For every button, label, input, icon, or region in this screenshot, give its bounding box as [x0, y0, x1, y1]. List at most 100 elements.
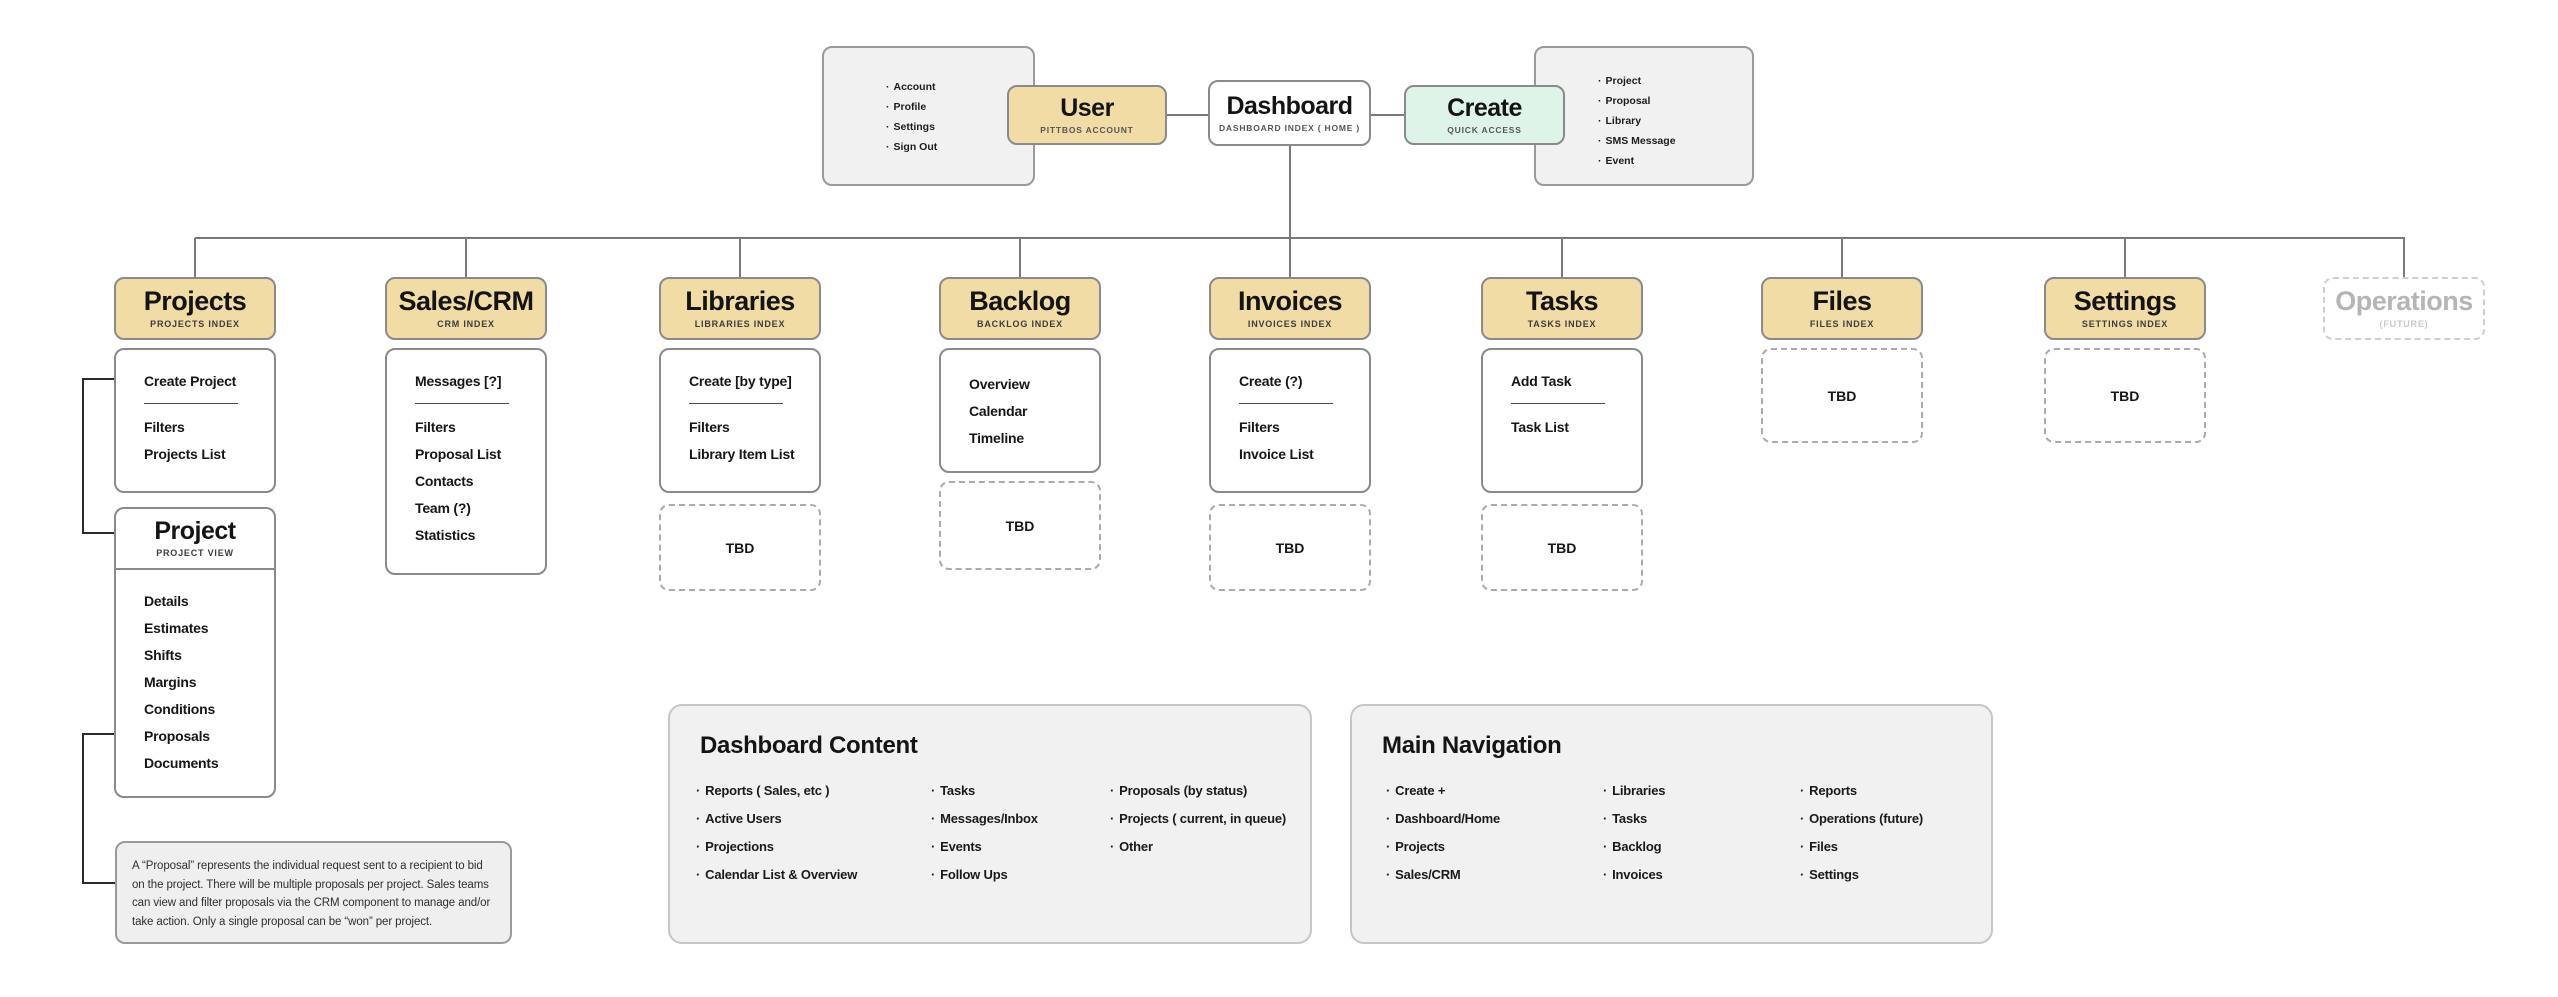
list-item[interactable]: Margins — [116, 668, 274, 695]
account-menu-panel[interactable]: · Account · Profile · Settings · Sign Ou… — [822, 46, 1035, 186]
panel-column: · Reports · Operations (future) · Files … — [1800, 776, 1923, 888]
node-projects[interactable]: Projects PROJECTS INDEX — [114, 277, 276, 340]
connector-create-project-h1 — [82, 378, 126, 380]
list-item[interactable]: Create (?) — [1211, 367, 1369, 394]
panel-item-label: Libraries — [1612, 782, 1666, 798]
listbox-tasks[interactable]: Add Task Task List — [1481, 348, 1643, 493]
list-item[interactable]: Create Project — [116, 367, 274, 394]
list-item[interactable]: Overview — [941, 370, 1099, 397]
proposal-note[interactable]: A “Proposal” represents the individual r… — [115, 841, 512, 944]
list-item[interactable]: Calendar — [941, 397, 1099, 424]
list-item[interactable]: Create [by type] — [661, 367, 819, 394]
menu-item[interactable]: · SMS Message — [1598, 131, 1676, 151]
tbd-box-libraries[interactable]: TBD — [659, 504, 821, 591]
menu-item[interactable]: · Proposal — [1598, 91, 1676, 111]
node-invoices[interactable]: Invoices INVOICES INDEX — [1209, 277, 1371, 340]
menu-item[interactable]: · Profile — [886, 97, 937, 117]
list-item[interactable]: Filters — [661, 413, 819, 440]
bullet-icon: · — [1603, 838, 1608, 854]
listbox-projects[interactable]: Create Project Filters Projects List — [114, 348, 276, 493]
listbox-sales-crm[interactable]: Messages [?] Filters Proposal List Conta… — [385, 348, 547, 575]
connector-stub-sales-crm — [465, 238, 467, 277]
list-item[interactable]: Conditions — [116, 695, 274, 722]
list-item[interactable]: Library Item List — [661, 440, 819, 467]
list-item[interactable]: Filters — [387, 413, 545, 440]
node-title: Files — [1812, 286, 1872, 316]
node-operations[interactable]: Operations (FUTURE) — [2323, 277, 2485, 340]
node-tasks[interactable]: Tasks TASKS INDEX — [1481, 277, 1643, 340]
node-create[interactable]: Create QUICK ACCESS — [1404, 85, 1565, 145]
list-item[interactable]: Team (?) — [387, 494, 545, 521]
list-item[interactable]: Documents — [116, 749, 274, 776]
tbd-box-settings[interactable]: TBD — [2044, 348, 2206, 443]
list-item[interactable]: Details — [116, 587, 274, 614]
panel-item: · Backlog — [1603, 832, 1665, 860]
panel-main-navigation[interactable]: Main Navigation · Create + · Dashboard/H… — [1350, 704, 1993, 944]
tbd-box-files[interactable]: TBD — [1761, 348, 1923, 443]
list-item[interactable]: Projects List — [116, 440, 274, 467]
node-libraries[interactable]: Libraries LIBRARIES INDEX — [659, 277, 821, 340]
panel-dashboard-content[interactable]: Dashboard Content · Reports ( Sales, etc… — [668, 704, 1312, 944]
tbd-box-invoices[interactable]: TBD — [1209, 504, 1371, 591]
node-project-view[interactable]: Project PROJECT VIEW Details Estimates S… — [114, 507, 276, 798]
node-backlog[interactable]: Backlog BACKLOG INDEX — [939, 277, 1101, 340]
bullet-icon: · — [1598, 155, 1602, 167]
menu-item[interactable]: · Event — [1598, 151, 1676, 171]
list-item[interactable]: Contacts — [387, 467, 545, 494]
panel-item: · Tasks — [1603, 804, 1665, 832]
menu-item-label: Library — [1605, 115, 1642, 127]
menu-item[interactable]: · Account — [886, 77, 937, 97]
tbd-box-tasks[interactable]: TBD — [1481, 504, 1643, 591]
tbd-label: TBD — [1005, 517, 1035, 534]
bullet-icon: · — [931, 782, 936, 798]
node-settings[interactable]: Settings SETTINGS INDEX — [2044, 277, 2206, 340]
list-item[interactable]: Estimates — [116, 614, 274, 641]
panel-item: · Proposals (by status) — [1110, 776, 1286, 804]
panel-column: · Create + · Dashboard/Home · Projects ·… — [1386, 776, 1500, 888]
list-item-label: Filters — [689, 418, 730, 435]
list-item[interactable]: Messages [?] — [387, 367, 545, 394]
node-dashboard[interactable]: Dashboard DASHBOARD INDEX ( HOME ) — [1208, 80, 1371, 146]
panel-item: · Dashboard/Home — [1386, 804, 1500, 832]
listbox-backlog[interactable]: Overview Calendar Timeline — [939, 348, 1101, 473]
connector-stub-invoices — [1289, 238, 1291, 277]
node-title: Dashboard — [1226, 91, 1353, 120]
divider — [415, 403, 509, 404]
list-item[interactable]: Filters — [116, 413, 274, 440]
list-item[interactable]: Proposals — [116, 722, 274, 749]
list-item-label: Details — [144, 592, 189, 609]
project-view-items: Details Estimates Shifts Margins Conditi… — [116, 570, 274, 776]
menu-item[interactable]: · Sign Out — [886, 137, 937, 157]
panel-item: · Tasks — [931, 776, 1038, 804]
node-title: Tasks — [1525, 286, 1599, 316]
menu-item[interactable]: · Library — [1598, 111, 1676, 131]
listbox-invoices[interactable]: Create (?) Filters Invoice List — [1209, 348, 1371, 493]
bullet-icon: · — [696, 866, 701, 882]
menu-item[interactable]: · Settings — [886, 117, 937, 137]
node-sales-crm[interactable]: Sales/CRM CRM INDEX — [385, 277, 547, 340]
bullet-icon: · — [1598, 95, 1602, 107]
list-item[interactable]: Filters — [1211, 413, 1369, 440]
list-item[interactable]: Timeline — [941, 424, 1099, 451]
panel-item-label: Follow Ups — [940, 866, 1008, 882]
list-item[interactable]: Shifts — [116, 641, 274, 668]
tbd-box-backlog[interactable]: TBD — [939, 481, 1101, 570]
connector-rail — [195, 237, 2405, 239]
list-item-label: Messages [?] — [415, 372, 502, 389]
menu-item[interactable]: · Project — [1598, 71, 1676, 91]
list-item[interactable]: Invoice List — [1211, 440, 1369, 467]
list-item-label: Create (?) — [1239, 372, 1303, 389]
list-item-label: Conditions — [144, 700, 216, 717]
panel-item: · Messages/Inbox — [931, 804, 1038, 832]
bullet-icon: · — [886, 81, 890, 93]
list-item[interactable]: Task List — [1483, 413, 1641, 440]
node-files[interactable]: Files FILES INDEX — [1761, 277, 1923, 340]
node-subtitle: PROJECTS INDEX — [150, 319, 240, 329]
list-item[interactable]: Add Task — [1483, 367, 1641, 394]
list-item[interactable]: Proposal List — [387, 440, 545, 467]
create-menu-panel[interactable]: · Project · Proposal · Library · SMS Mes… — [1534, 46, 1754, 186]
listbox-libraries[interactable]: Create [by type] Filters Library Item Li… — [659, 348, 821, 493]
list-item[interactable]: Statistics — [387, 521, 545, 548]
connector-stub-files — [1841, 238, 1843, 277]
node-user[interactable]: User PITTBOS ACCOUNT — [1007, 85, 1167, 145]
